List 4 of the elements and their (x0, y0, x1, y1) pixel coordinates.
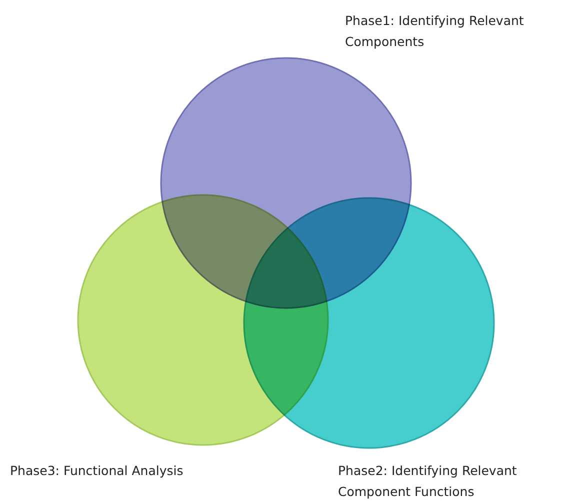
phase-label: Phase2: Identifying Relevant Component Functions (338, 462, 518, 501)
phase-label: Phase1: Identifying Relevant Components (345, 12, 525, 51)
phase-label: Phase3: Functional Analysis (10, 462, 184, 480)
venn-circle (243, 197, 495, 449)
